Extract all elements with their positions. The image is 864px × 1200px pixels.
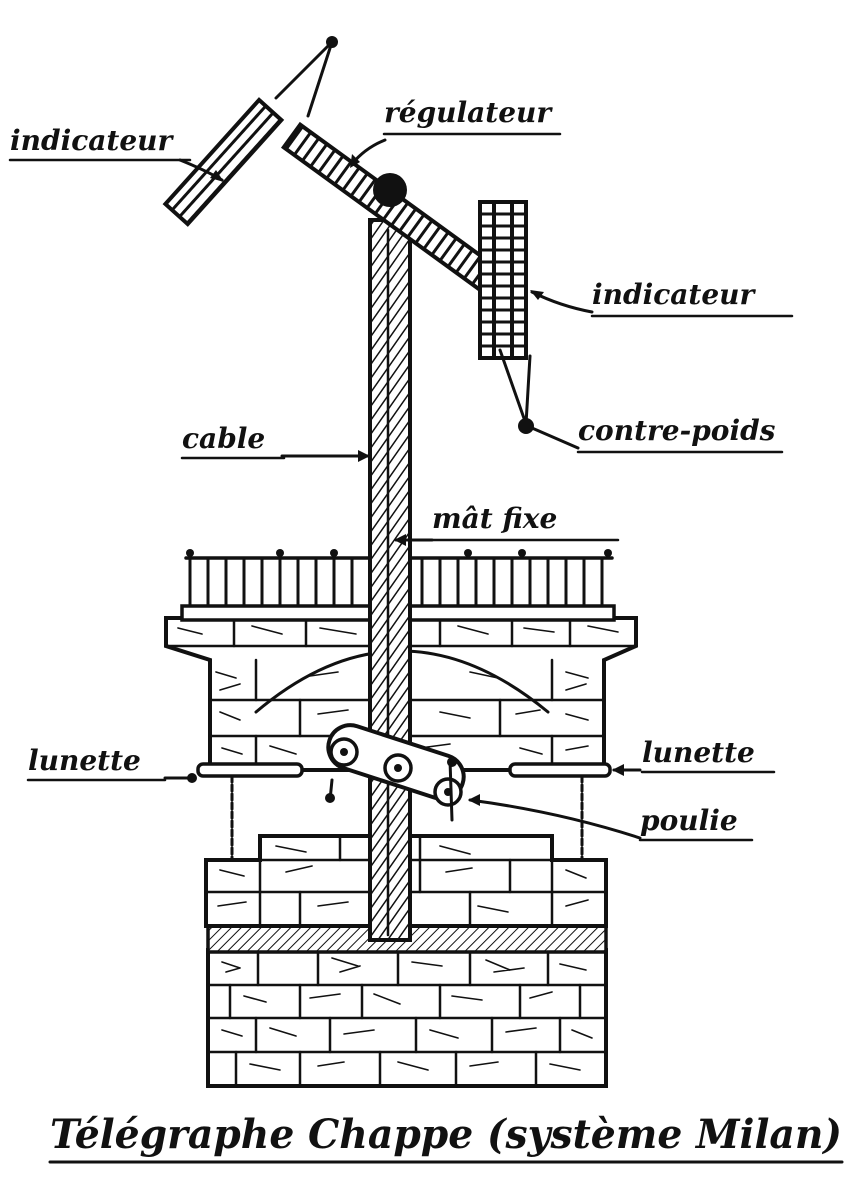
label-mat-fixe: mât fixe [432,502,557,535]
label-lunette-right: lunette [642,736,755,769]
label-indicateur-right: indicateur [592,278,757,311]
label-contre-poids: contre-poids [578,414,776,447]
tower-base [206,948,608,1088]
lunette-left-device [196,762,304,862]
poulie-device [325,723,466,822]
diagram-title: Télégraphe Chappe (système Milan) [50,1111,842,1158]
pivot [373,173,407,207]
indicateur-right-arm [478,200,528,360]
label-indicateur-left: indicateur [10,124,175,157]
label-poulie: poulie [640,804,738,837]
lunette-right-device [508,762,612,862]
contre-poids-device [274,36,534,434]
fixed-mast [368,218,412,942]
indicateur-left-arm [162,97,285,227]
label-lunette-left: lunette [28,744,141,777]
label-regulateur: régulateur [384,96,553,129]
label-cable: cable [182,422,265,455]
